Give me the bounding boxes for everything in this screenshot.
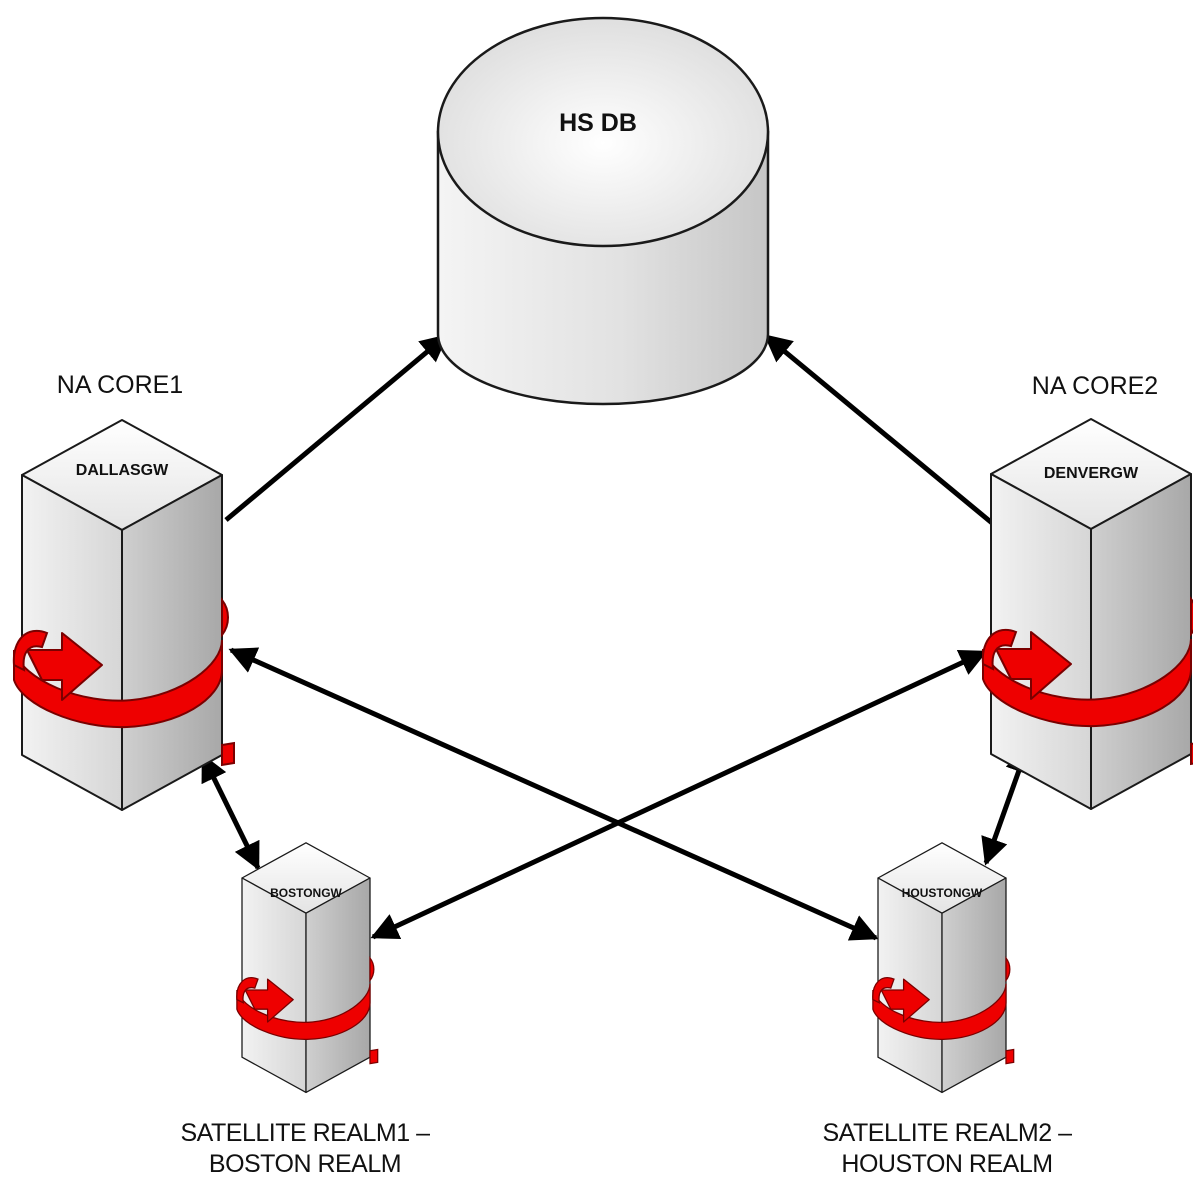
caption-satellite-realm2-line1: SATELLITE REALM2 – bbox=[822, 1119, 1072, 1147]
core1-title: NA CORE1 bbox=[57, 371, 183, 399]
connections bbox=[200, 334, 1032, 941]
caption-satellite-realm2-line2: HOUSTON REALM bbox=[841, 1150, 1053, 1178]
caption-satellite-realm1-line2: BOSTON REALM bbox=[208, 1150, 402, 1178]
database-cylinder-icon: HS DB bbox=[436, 16, 770, 406]
database-label: HS DB bbox=[559, 109, 637, 137]
server-tower-icon bbox=[236, 842, 379, 1094]
caption-satellite-realm1-line1: SATELLITE REALM1 – bbox=[180, 1119, 430, 1147]
server-bostongw: BOSTONGW bbox=[236, 842, 379, 1094]
arrow-dallas-to-db bbox=[224, 334, 449, 522]
arrow-denver-boston bbox=[370, 649, 988, 940]
server-houstongw: HOUSTONGW bbox=[872, 842, 1015, 1094]
server-label-dallasgw: DALLASGW bbox=[76, 462, 169, 479]
server-denvergw: NA CORE2 DENVERGW bbox=[981, 372, 1193, 810]
caption-satellite-realm2: SATELLITE REALM2 – HOUSTON REALM bbox=[797, 1118, 1097, 1180]
server-dallasgw: NA CORE1 DALLASGW bbox=[12, 371, 235, 811]
server-tower-icon bbox=[872, 842, 1015, 1094]
server-label-denvergw: DENVERGW bbox=[1044, 465, 1139, 482]
core2-title: NA CORE2 bbox=[1032, 372, 1158, 400]
server-label-bostongw: BOSTONGW bbox=[270, 886, 342, 900]
arrow-dallas-boston bbox=[200, 753, 261, 871]
arrow-denver-to-db bbox=[763, 334, 994, 525]
caption-satellite-realm1: SATELLITE REALM1 – BOSTON REALM bbox=[160, 1118, 450, 1180]
server-label-houstongw: HOUSTONGW bbox=[902, 886, 983, 900]
